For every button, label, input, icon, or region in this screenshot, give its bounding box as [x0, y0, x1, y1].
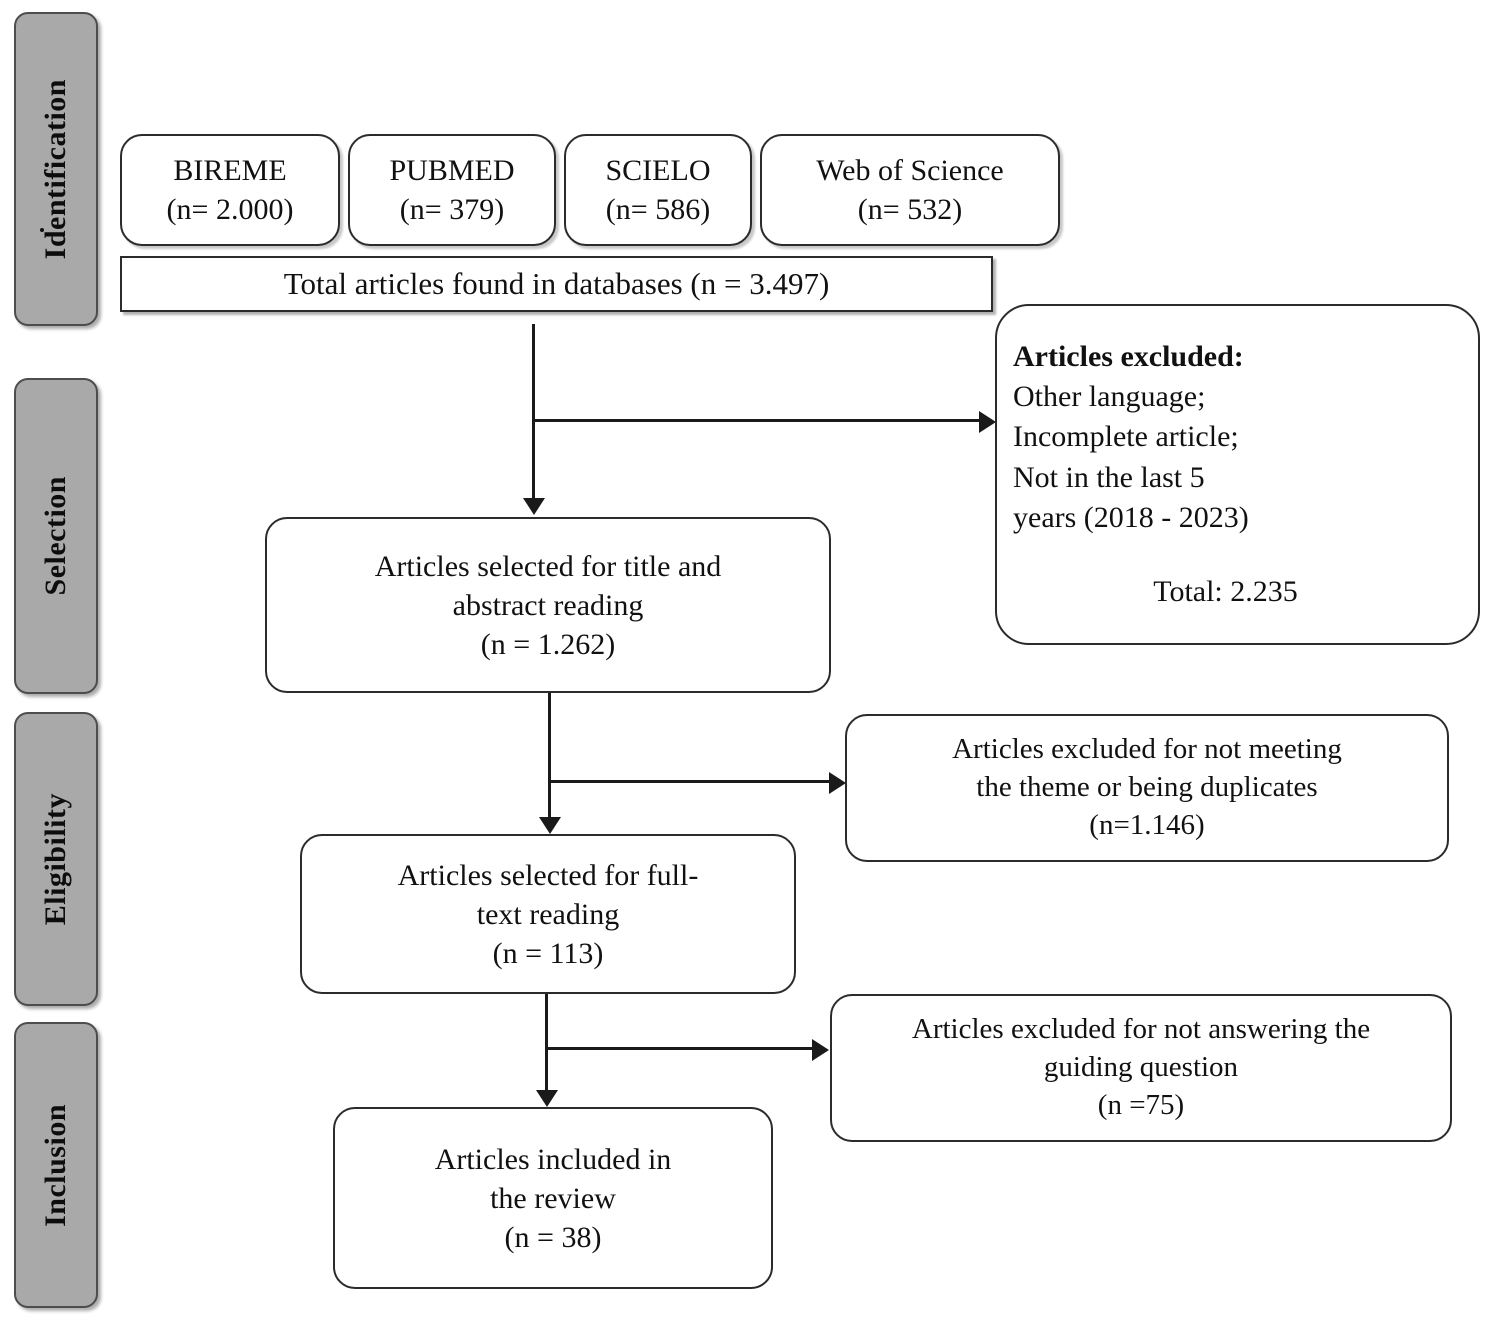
connector-branch-to-exclusion-third [547, 1047, 823, 1050]
exclusion-second-line-1: Articles excluded for not meeting [952, 733, 1342, 766]
arrowhead-branch-to-exclusion-first [979, 411, 996, 433]
arrowhead-branch-to-exclusion-second [829, 772, 846, 794]
node-box-full-text-reading: Articles selected for full- text reading… [300, 834, 796, 994]
full-text-line-2: text reading [476, 897, 620, 931]
phase-label-selection: Selection [39, 476, 72, 596]
database-name-bireme: BIREME [173, 154, 287, 187]
database-count-scielo: (n= 586) [605, 193, 711, 226]
phase-label-eligibility: Eligibility [39, 792, 72, 926]
exclusion-first-reason-1: Other language; [1013, 380, 1206, 414]
full-text-line-1: Articles selected for full- [397, 858, 699, 892]
included-count: (n = 38) [504, 1220, 602, 1254]
connector-title-abstract-to-full-text [548, 693, 551, 819]
arrowhead-branch-to-exclusion-third [812, 1039, 829, 1061]
exclusion-second-count: (n=1.146) [1089, 808, 1205, 841]
exclusion-first-total: Total: 2.235 [1153, 574, 1298, 608]
database-box-bireme: BIREME (n= 2.000) [120, 134, 340, 246]
phase-bar-selection: Selection [14, 378, 98, 694]
exclusion-third-count: (n =75) [1097, 1088, 1185, 1121]
arrowhead-full-text-to-included [536, 1090, 558, 1107]
database-count-web-of-science: (n= 532) [857, 193, 963, 226]
phase-bar-eligibility: Eligibility [14, 712, 98, 1006]
exclusion-first-reason-4: years (2018 - 2023) [1013, 500, 1249, 534]
phase-marker-dot [40, 228, 44, 232]
database-name-scielo: SCIELO [605, 154, 711, 187]
phase-label-identification: Identification [39, 78, 72, 260]
exclusion-first-reason-2: Incomplete article; [1013, 420, 1239, 454]
node-box-articles-included: Articles included in the review (n = 38) [333, 1107, 773, 1289]
phase-bar-identification: Identification [14, 12, 98, 326]
exclusion-box-third: Articles excluded for not answering the … [830, 994, 1452, 1142]
arrowhead-total-to-title-abstract [523, 498, 545, 515]
node-box-title-abstract-reading: Articles selected for title and abstract… [265, 517, 831, 693]
database-name-web-of-science: Web of Science [816, 154, 1004, 187]
exclusion-third-line-2: guiding question [1043, 1051, 1239, 1084]
database-box-pubmed: PUBMED (n= 379) [348, 134, 556, 246]
total-articles-found-text: Total articles found in databases (n = 3… [283, 265, 830, 301]
total-articles-found-box: Total articles found in databases (n = 3… [120, 256, 993, 312]
title-abstract-line-2: abstract reading [452, 588, 644, 622]
connector-branch-to-exclusion-first [534, 419, 984, 422]
title-abstract-line-1: Articles selected for title and [374, 549, 722, 583]
database-count-bireme: (n= 2.000) [166, 193, 294, 226]
database-box-web-of-science: Web of Science (n= 532) [760, 134, 1060, 246]
connector-branch-to-exclusion-second [550, 780, 840, 783]
exclusion-second-line-2: the theme or being duplicates [976, 771, 1318, 804]
connector-full-text-to-included [545, 994, 548, 1094]
exclusion-first-reason-3: Not in the last 5 [1013, 460, 1205, 494]
database-count-pubmed: (n= 379) [399, 193, 505, 226]
exclusion-box-first: Articles excluded: Other language; Incom… [995, 304, 1480, 645]
exclusion-third-line-1: Articles excluded for not answering the [911, 1013, 1371, 1046]
phase-bar-inclusion: Inclusion [14, 1022, 98, 1308]
database-name-pubmed: PUBMED [389, 154, 515, 187]
arrowhead-title-abstract-to-full-text [539, 817, 561, 834]
exclusion-box-second: Articles excluded for not meeting the th… [845, 714, 1449, 862]
included-line-2: the review [490, 1181, 616, 1215]
connector-total-to-title-abstract [532, 324, 535, 500]
exclusion-first-header: Articles excluded: [1013, 339, 1244, 373]
phase-label-inclusion: Inclusion [39, 1103, 72, 1227]
full-text-count: (n = 113) [492, 936, 604, 970]
title-abstract-count: (n = 1.262) [480, 627, 616, 661]
included-line-1: Articles included in [434, 1142, 672, 1176]
database-box-scielo: SCIELO (n= 586) [564, 134, 752, 246]
